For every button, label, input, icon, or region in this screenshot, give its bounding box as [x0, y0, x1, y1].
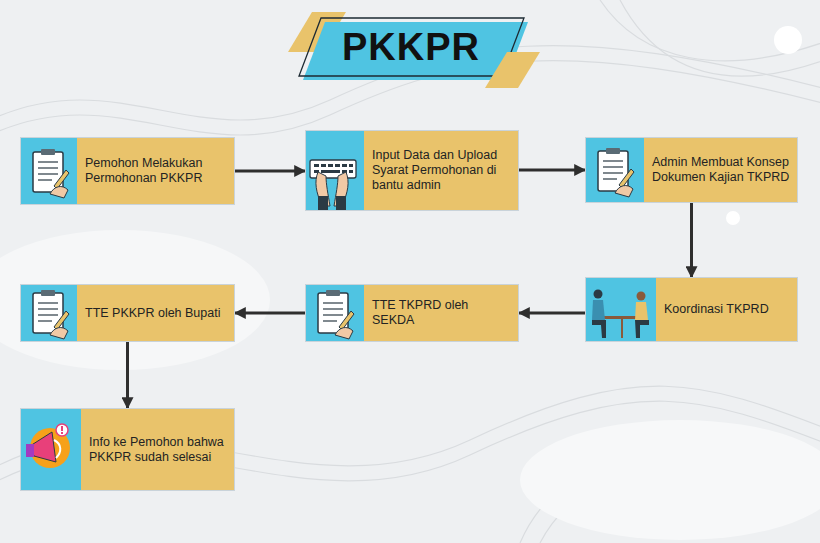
flow-arrow — [519, 312, 585, 315]
meeting-icon — [592, 290, 649, 339]
step-text: Info ke Pemohon bahwa PKKPR sudah selesa… — [89, 435, 230, 465]
step-text: TTE PKKPR oleh Bupati — [85, 306, 220, 321]
process-box: Koordinasi TKPRD — [585, 277, 798, 342]
flow-arrow — [690, 203, 693, 277]
keyboard-icon — [310, 160, 356, 210]
step-text: Admin Membuat Konsep Dokumen Kajian TKPR… — [652, 155, 793, 185]
flow-arrow — [235, 170, 305, 173]
step-text: TTE TKPRD oleh SEKDA — [372, 298, 514, 328]
flow-arrow — [519, 169, 585, 172]
step-text: Koordinasi TKPRD — [664, 302, 769, 317]
megaphone-icon — [26, 424, 70, 468]
step-text: Input Data dan Upload Syarat Permohonan … — [372, 148, 514, 193]
flow-arrow — [235, 312, 305, 315]
title: PKKPR — [300, 22, 522, 72]
title-banner — [288, 12, 540, 88]
step-text: Pemohon Melakukan Permohonan PKKPR — [85, 156, 230, 186]
flow-arrow — [126, 342, 129, 408]
